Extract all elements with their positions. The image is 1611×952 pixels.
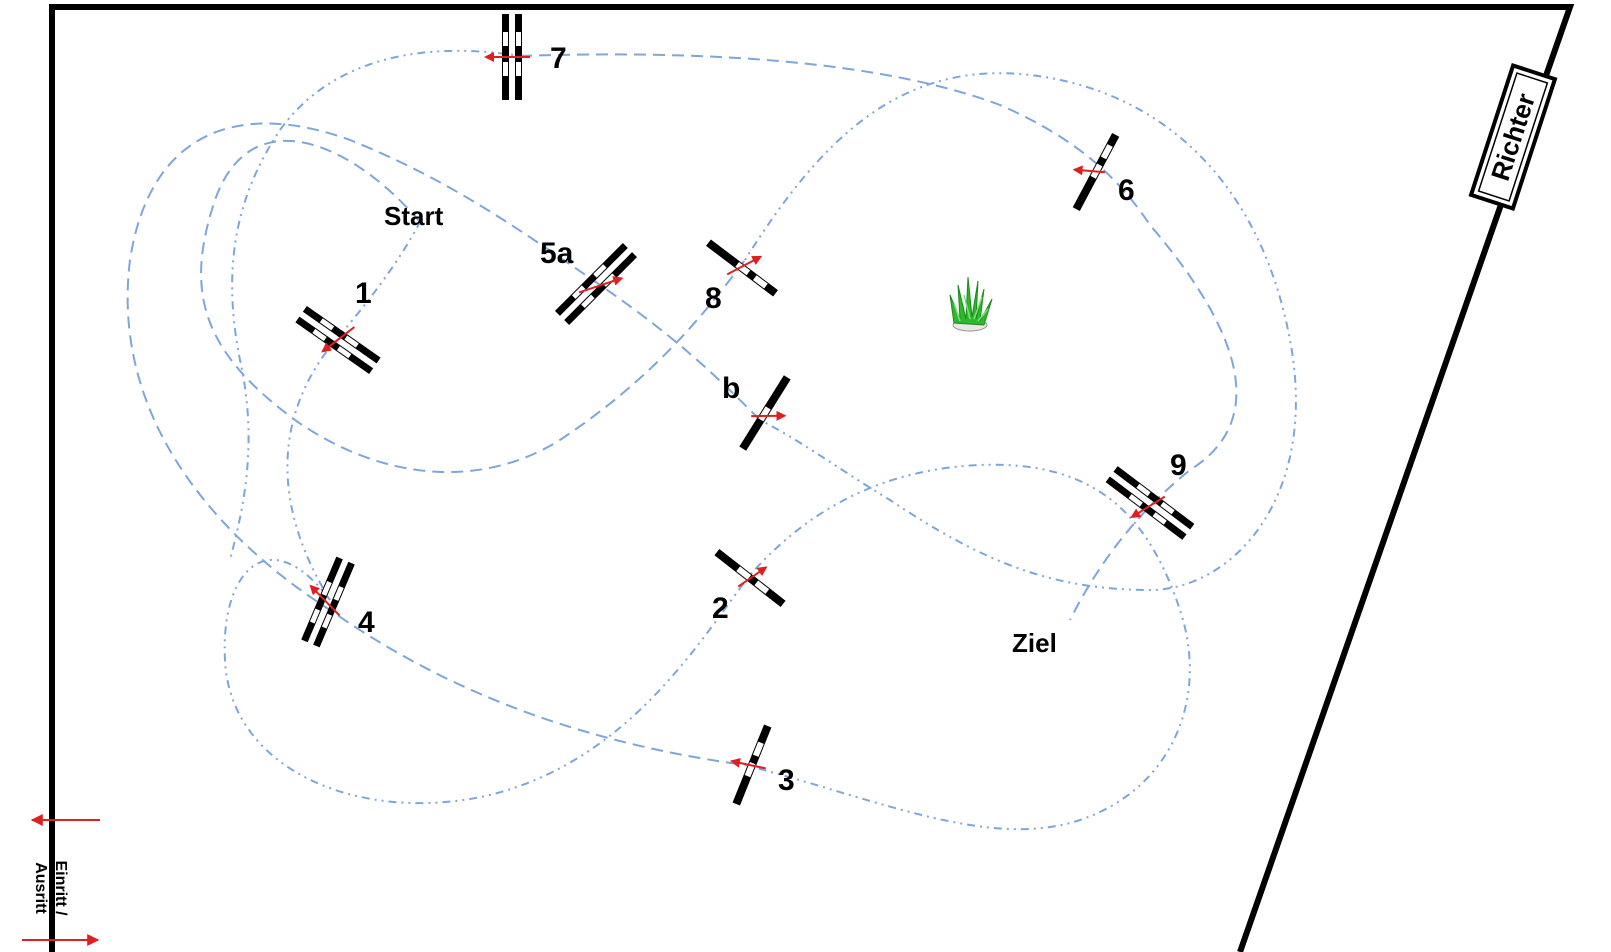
- obstacle-7-label: 7: [550, 42, 567, 75]
- obstacle-8-label: 8: [705, 282, 722, 315]
- obstacle-3: [730, 724, 772, 806]
- obstacle-5a: [554, 242, 638, 326]
- entry-label-line1: Einritt /: [52, 860, 69, 916]
- obstacle-1: [295, 305, 381, 375]
- obstacle-4: [301, 556, 355, 648]
- entry-exit: Einritt / Ausritt: [22, 814, 100, 946]
- judge-box: Richter: [1468, 63, 1558, 211]
- obstacle-5a-label: 5a: [540, 237, 574, 270]
- grass-plant-icon: [949, 276, 993, 332]
- obstacle-2-label: 2: [712, 592, 729, 625]
- obstacle-8: [706, 239, 778, 297]
- start-label: Start: [384, 201, 444, 231]
- obstacle-4-label: 4: [358, 606, 375, 639]
- obstacle-7: [484, 14, 530, 100]
- finish-label: Ziel: [1012, 628, 1057, 658]
- route-lines: [126, 49, 1297, 831]
- obstacle-1-label: 1: [355, 277, 372, 310]
- obstacle-5b-label: b: [722, 372, 740, 405]
- obstacle-6-label: 6: [1118, 174, 1135, 207]
- entry-label-line2: Ausritt: [32, 862, 49, 914]
- arena-border: [49, 4, 1575, 952]
- obstacle-3-label: 3: [778, 764, 795, 797]
- obstacle-2: [714, 548, 786, 608]
- obstacle-9-label: 9: [1170, 449, 1187, 482]
- obstacle-5b: [739, 375, 791, 451]
- obstacle-9: [1105, 466, 1195, 540]
- obstacle-6: [1072, 133, 1120, 211]
